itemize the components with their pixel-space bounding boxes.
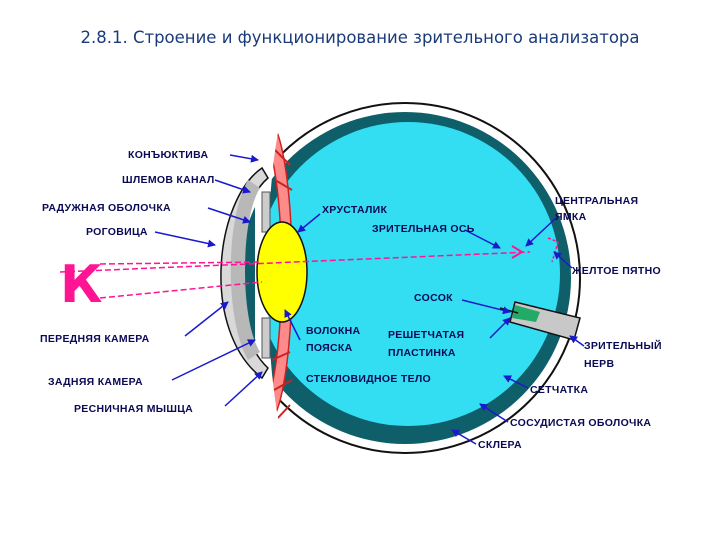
macula-mark <box>547 237 559 263</box>
visual-axis <box>59 251 531 273</box>
label-sklera: СКЛЕРА <box>478 439 522 451</box>
front-mask <box>255 105 285 445</box>
focus-mark <box>511 245 524 259</box>
label-volokna: ВОЛОКНА <box>306 325 361 337</box>
iris-bottom <box>261 317 271 359</box>
label-zritelny: ЗРИТЕЛЬНЫЙ <box>584 339 662 352</box>
label-zheltoe-pyatno: ЖЕЛТОЕ ПЯТНО <box>571 265 661 277</box>
label-resnichnaya-myshtsa: РЕСНИЧНАЯ МЫШЦА <box>74 403 193 415</box>
label-perednyaya-kamera: ПЕРЕДНЯЯ КАМЕРА <box>40 333 150 345</box>
label-nerv: НЕРВ <box>584 358 614 370</box>
label-rogovitsa: РОГОВИЦА <box>86 226 148 238</box>
label-plastinka: ПЛАСТИНКА <box>388 347 456 359</box>
label-raduzhnaya-obolochka: РАДУЖНАЯ ОБОЛОЧКА <box>42 202 171 214</box>
label-shlemov-kanal: ШЛЕМОВ КАНАЛ <box>122 174 215 186</box>
iris-top <box>261 191 271 233</box>
vitreous-body <box>256 122 560 426</box>
label-khrustalik: ХРУСТАЛИК <box>322 204 387 216</box>
label-steklovidnoe-telo: СТЕКЛОВИДНОЕ ТЕЛО <box>306 373 431 385</box>
label-sosok: СОСОК <box>414 292 453 304</box>
label-setchatka: СЕТЧАТКА <box>530 384 588 396</box>
label-yamka: ЯМКА <box>555 211 587 223</box>
pointer-lines <box>154 154 585 445</box>
optic-disc <box>512 305 540 322</box>
object-letter: К <box>60 255 103 315</box>
light-ray-bottom <box>99 281 263 299</box>
slide-title: 2.8.1. Строение и функционирование зрите… <box>80 28 640 47</box>
ciliary-fibers <box>271 149 293 421</box>
lens <box>256 221 308 323</box>
label-konyuktiva: КОНЪЮКТИВА <box>128 149 209 161</box>
anterior-chamber <box>230 180 260 360</box>
label-reshetchataya: РЕШЕТЧАТАЯ <box>388 329 464 341</box>
label-zadnyaya-kamera: ЗАДНЯЯ КАМЕРА <box>48 376 143 388</box>
label-sosudistaya-obolochka: СОСУДИСТАЯ ОБОЛОЧКА <box>510 417 651 429</box>
label-tsentralnaya: ЦЕНТРАЛЬНАЯ <box>555 195 638 207</box>
light-ray-top <box>99 261 263 265</box>
label-poyaska: ПОЯСКА <box>306 342 353 354</box>
label-zritelnaya-os: ЗРИТЕЛЬНАЯ ОСЬ <box>372 223 475 235</box>
